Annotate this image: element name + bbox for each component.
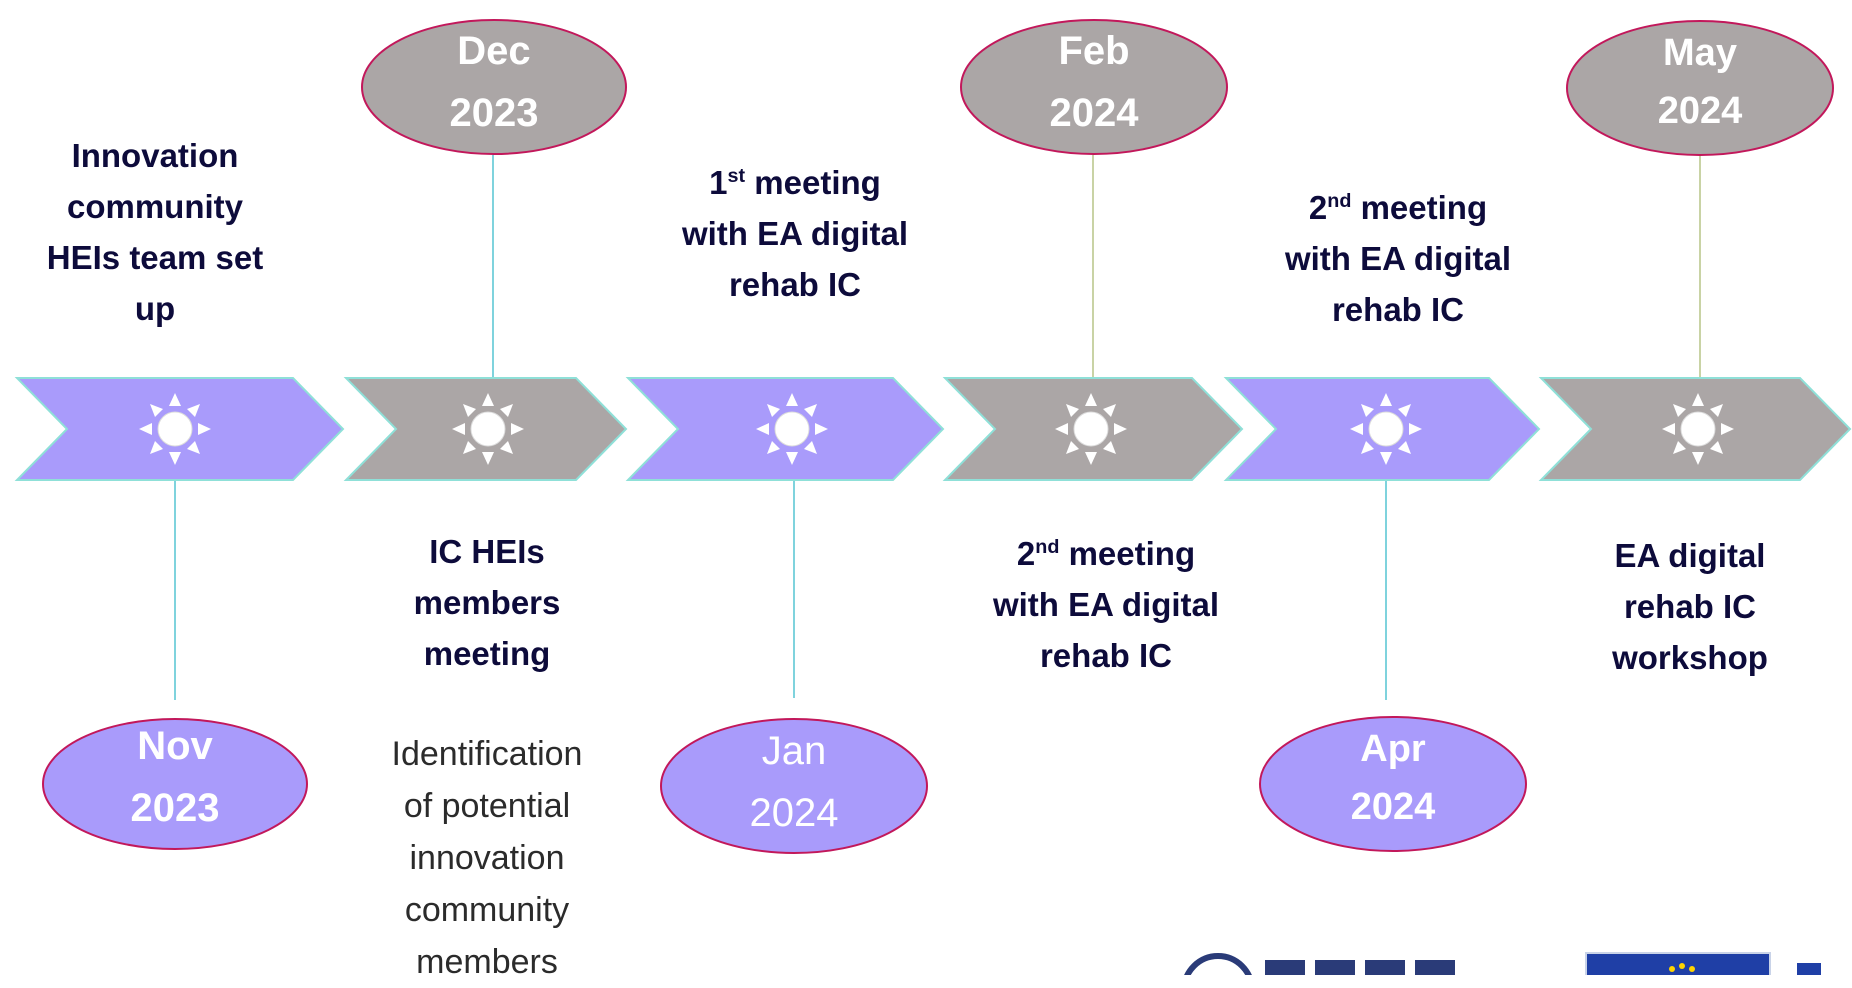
sun-icon bbox=[1662, 393, 1734, 465]
sun-icon bbox=[139, 393, 211, 465]
sun-icon bbox=[452, 393, 524, 465]
date-oval-jan-2024 bbox=[660, 718, 928, 854]
date-oval-dec-2023 bbox=[361, 19, 627, 155]
sun-icon bbox=[1055, 393, 1127, 465]
eu-flag-logo bbox=[1585, 952, 1821, 975]
sun-icon bbox=[1350, 393, 1422, 465]
partner-logo bbox=[1184, 953, 1455, 975]
sun-icon bbox=[756, 393, 828, 465]
date-oval-may-2024 bbox=[1566, 20, 1834, 156]
date-oval-feb-2024 bbox=[960, 19, 1228, 155]
date-oval-apr-2024 bbox=[1259, 716, 1527, 852]
date-oval-nov-2023 bbox=[42, 718, 308, 850]
